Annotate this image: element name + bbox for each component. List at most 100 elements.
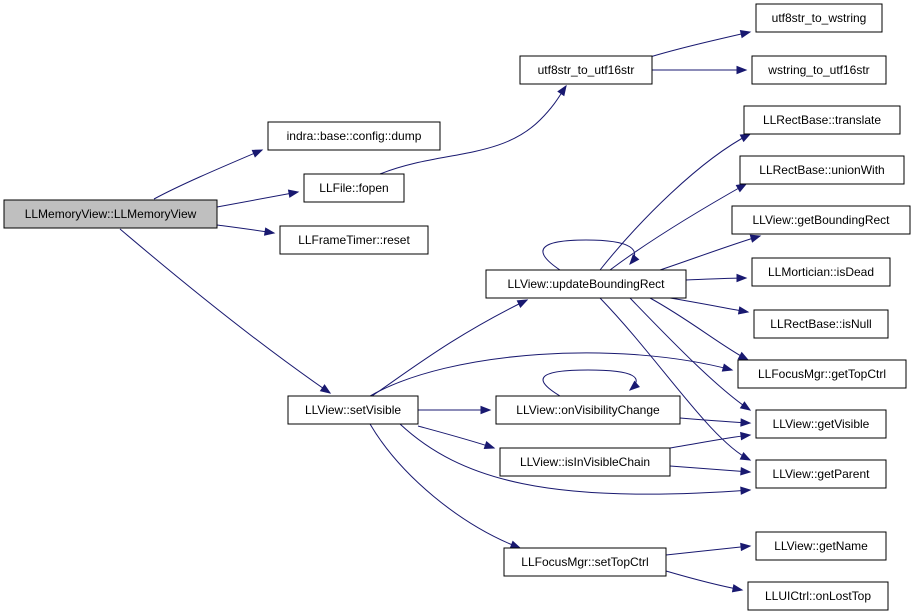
node-reset[interactable]: LLFrameTimer::reset (279, 225, 429, 255)
edge-setVisible-to-gtc (369, 352, 734, 397)
node-fopen[interactable]: LLFile::fopen (303, 173, 405, 203)
node-box (485, 269, 687, 299)
arrowhead (287, 189, 300, 198)
edge-line (679, 417, 751, 424)
node-dump[interactable]: indra::base::config::dump (267, 121, 441, 151)
edge-line (649, 31, 751, 58)
node-label: wstring_to_utf16str (767, 63, 869, 77)
arrowhead (736, 65, 748, 75)
node-translate[interactable]: LLRectBase::translate (743, 105, 901, 135)
node-root[interactable]: LLMemoryView::LLMemoryView (3, 199, 218, 229)
arrowhead (740, 467, 752, 476)
node-label: LLView::getName (774, 539, 868, 553)
edge-line (399, 423, 751, 495)
node-label: utf8str_to_utf16str (538, 63, 635, 77)
node-box (755, 3, 883, 33)
arrowhead (509, 540, 522, 549)
edge-ubr-to-isNull (669, 297, 750, 315)
edge-ubr-to-gtc (649, 297, 750, 361)
edge-root-to-dump (153, 149, 264, 200)
node-olt[interactable]: LLUICtrl::onLostTop (747, 581, 889, 611)
node-gtc[interactable]: LLFocusMgr::getTopCtrl (737, 359, 907, 389)
edge-line (599, 133, 751, 271)
arrowhead (737, 306, 750, 315)
arrowhead (737, 351, 750, 361)
node-box (751, 257, 891, 287)
edge-line (669, 297, 749, 313)
node-gp[interactable]: LLView::getParent (755, 459, 887, 489)
node-label: LLFile::fopen (319, 181, 388, 195)
node-box (303, 173, 405, 203)
edge-line (153, 149, 263, 200)
node-box (751, 55, 887, 85)
arrowhead (480, 405, 492, 415)
node-ivc[interactable]: LLView::isInVisibleChain (499, 447, 671, 477)
edge-ubr-to-gp (599, 297, 752, 461)
arrowhead (251, 149, 264, 158)
node-ovc[interactable]: LLView::onVisibilityChange (495, 395, 681, 425)
edge-ubr-to-translate (599, 133, 752, 271)
edge-utf16-to-u8ws (649, 29, 752, 58)
edge-ovc-to-gv (679, 417, 752, 427)
arrowhead (749, 234, 762, 243)
edge-line (369, 352, 733, 397)
arrowhead (721, 363, 734, 372)
edge-line (609, 183, 747, 271)
node-box (495, 395, 681, 425)
node-setVisible[interactable]: LLView::setVisible (287, 395, 419, 425)
node-box (503, 547, 667, 577)
node-gbr[interactable]: LLView::getBoundingRect (731, 205, 911, 235)
nodes-layer: LLMemoryView::LLMemoryView indra::base::c… (3, 3, 911, 611)
node-utf16[interactable]: utf8str_to_utf16str (519, 55, 653, 85)
node-ws16[interactable]: wstring_to_utf16str (751, 55, 887, 85)
arrowhead (735, 183, 748, 193)
edge-ubr-to-gv (629, 297, 752, 411)
node-box (731, 205, 911, 235)
node-box (3, 199, 218, 229)
edge-ovc-to-ovc (542, 369, 640, 397)
node-label: LLView::updateBoundingRect (507, 277, 665, 291)
node-label: LLFocusMgr::setTopCtrl (521, 555, 648, 569)
node-u8ws[interactable]: utf8str_to_wstring (755, 3, 883, 33)
node-isNull[interactable]: LLRectBase::isNull (753, 309, 889, 339)
arrowhead (516, 299, 529, 308)
edge-stc-to-olt (665, 570, 744, 593)
edge-line (649, 297, 749, 361)
node-label: LLRectBase::isNull (770, 317, 871, 331)
node-label: LLFocusMgr::getTopCtrl (758, 367, 886, 381)
node-label: LLUICtrl::onLostTop (765, 589, 871, 603)
node-box (747, 581, 889, 611)
arrowhead (731, 584, 744, 593)
node-gv[interactable]: LLView::getVisible (755, 409, 887, 439)
arrowhead (739, 29, 752, 39)
node-box (755, 531, 887, 561)
node-label: utf8str_to_wstring (772, 11, 867, 25)
edge-setVisible-to-ovc (418, 405, 492, 415)
edge-ubr-to-ubr (542, 239, 640, 271)
node-gn[interactable]: LLView::getName (755, 531, 887, 561)
node-ubr[interactable]: LLView::updateBoundingRect (485, 269, 687, 299)
node-box (287, 395, 419, 425)
arrowhead (739, 401, 752, 411)
edge-utf16-to-ws16 (652, 65, 748, 75)
arrowhead (319, 384, 332, 394)
node-isDead[interactable]: LLMortician::isDead (751, 257, 891, 287)
arrowhead (628, 380, 640, 391)
node-box (739, 155, 905, 185)
node-label: LLFrameTimer::reset (298, 233, 410, 247)
node-box (743, 105, 901, 135)
node-stc[interactable]: LLFocusMgr::setTopCtrl (503, 547, 667, 577)
node-union[interactable]: LLRectBase::unionWith (739, 155, 905, 185)
node-box (755, 409, 887, 439)
edge-ubr-to-isDead (685, 273, 748, 283)
node-box (279, 225, 429, 255)
node-label: LLMortician::isDead (768, 265, 874, 279)
arrowhead (483, 440, 496, 450)
edge-ubr-to-union (609, 183, 748, 271)
node-label: LLRectBase::unionWith (759, 163, 884, 177)
edge-line (665, 570, 743, 591)
edge-setVisible-to-stc (369, 423, 522, 549)
edge-line (371, 299, 528, 397)
node-label: LLRectBase::translate (763, 113, 881, 127)
